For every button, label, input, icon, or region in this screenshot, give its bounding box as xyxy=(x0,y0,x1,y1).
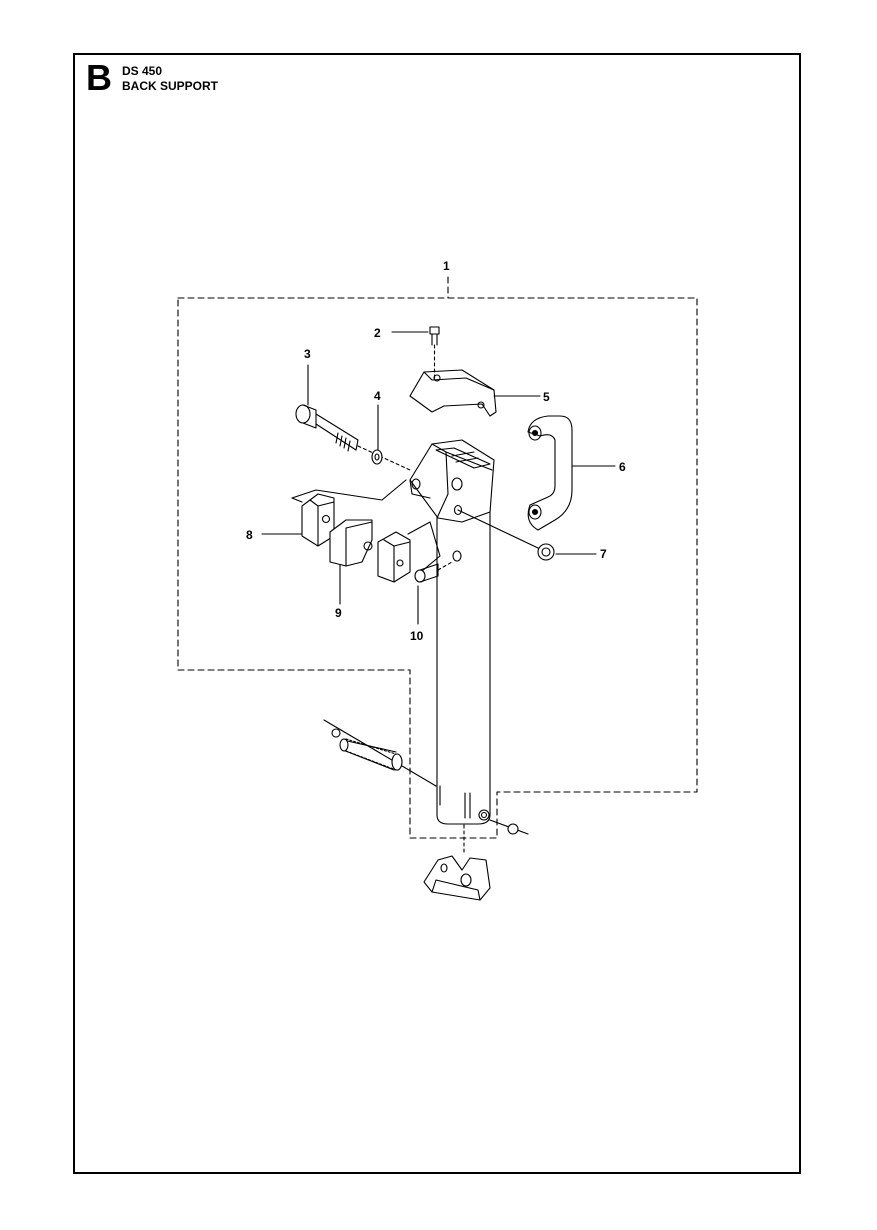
base-clevis-part xyxy=(423,824,491,901)
nut-part xyxy=(457,509,555,561)
assembly-boundary xyxy=(177,276,698,839)
bolt-part xyxy=(295,404,411,471)
model-name: DS 450 xyxy=(122,64,163,78)
screw-top-part xyxy=(429,326,440,381)
cover-part xyxy=(409,369,497,417)
pin-part xyxy=(323,719,437,787)
callout-10: 10 xyxy=(410,629,424,643)
callout-3: 3 xyxy=(304,347,311,361)
section-letter: B xyxy=(86,57,112,98)
clamp-parts xyxy=(291,479,462,583)
diagram-title: BACK SUPPORT xyxy=(122,79,219,93)
washer-part xyxy=(371,449,383,465)
callout-7: 7 xyxy=(600,547,607,561)
callout-8: 8 xyxy=(246,528,253,542)
tube-part xyxy=(436,494,491,825)
callout-1: 1 xyxy=(443,259,450,273)
screw-lower-part xyxy=(414,561,453,583)
callout-2: 2 xyxy=(374,326,381,340)
callout-5: 5 xyxy=(543,390,550,404)
handle-part xyxy=(527,415,573,531)
callout-6: 6 xyxy=(619,460,626,474)
page-frame xyxy=(73,53,801,1174)
clip-right-part xyxy=(489,819,529,835)
bracket-part xyxy=(409,439,495,523)
callout-4: 4 xyxy=(374,389,381,403)
callout-9: 9 xyxy=(335,606,342,620)
